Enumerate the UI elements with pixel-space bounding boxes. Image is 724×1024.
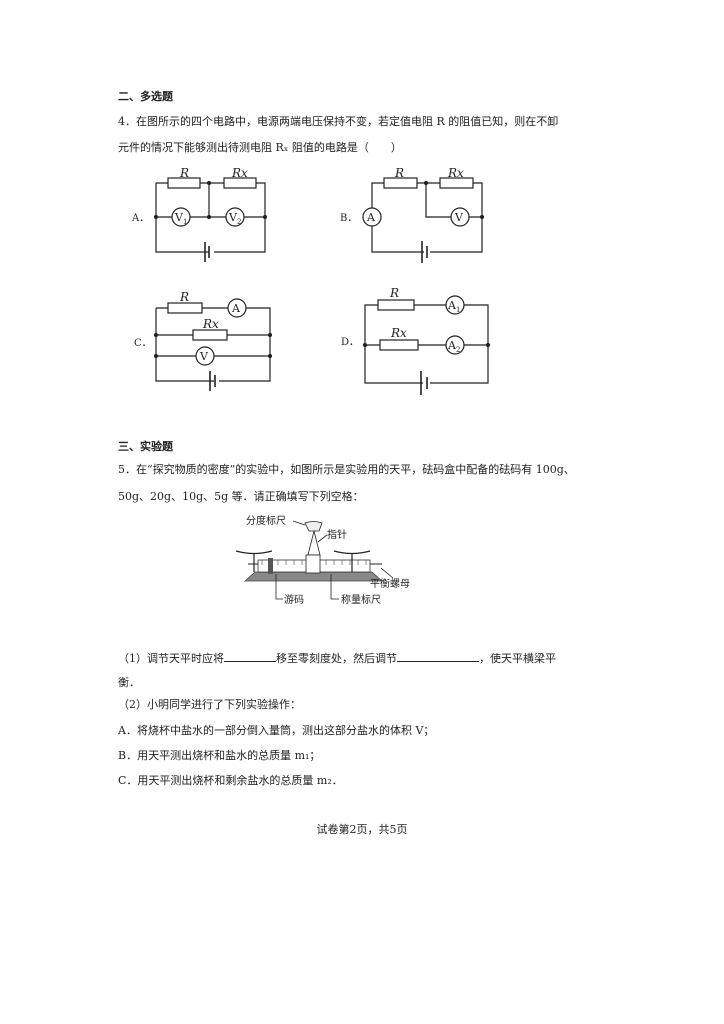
balance-pans	[235, 550, 371, 555]
meter-v-label: V	[199, 350, 209, 363]
pointer	[307, 530, 321, 556]
dial-scale	[304, 521, 323, 532]
circuit-c: C． R Rx A V	[134, 290, 273, 391]
part1-text-a: （1）调节天平时应将	[118, 652, 224, 665]
answer-blank-2[interactable]	[397, 650, 479, 662]
circuit-a: A． R Rx V 1 V 2	[131, 166, 268, 262]
ammeter	[362, 207, 382, 227]
balance-base	[243, 571, 384, 582]
battery-icon	[204, 242, 210, 262]
question-5-line2: 50g、20g、10g、5g 等．请正确填写下列空格：	[118, 490, 364, 503]
battery-icon	[421, 241, 428, 263]
question-5-part1-end: 衡．	[118, 676, 140, 689]
part1-text-b: 移至零刻度处，然后调节	[276, 652, 397, 665]
meter-a-label: A	[231, 302, 241, 315]
label-r: R	[179, 166, 189, 180]
balance-diagram: 分度标尺 指针 平衡螺母 游码 称量标尺	[235, 514, 410, 606]
label-rx: Rx	[390, 326, 407, 340]
circuit-b-label: B．	[340, 213, 357, 224]
circuit-d-label: D．	[341, 337, 359, 348]
step-b: B．用天平测出烧杯和盐水的总质量 m₁；	[118, 749, 321, 762]
question-5-line1: 5．在“探究物质的密度”的实验中，如图所示是实验用的天平，砝码盒中配备的砝码有 …	[118, 463, 575, 476]
circuit-d: D． R Rx A 1 A 2	[341, 286, 491, 395]
meter-a1-label: A	[447, 299, 457, 312]
battery-icon	[420, 371, 428, 395]
circuit-a-label: A．	[131, 213, 149, 224]
label-dial-scale: 分度标尺	[246, 514, 286, 527]
resistor-r	[167, 177, 201, 189]
label-rider: 游码	[284, 593, 304, 606]
meter-v2-sub: 2	[237, 218, 241, 226]
label-rx: Rx	[231, 166, 248, 180]
section-heading-experiment: 三、实验题	[118, 440, 173, 453]
rider	[268, 558, 273, 574]
label-rx: Rx	[447, 166, 464, 180]
label-r: R	[389, 286, 399, 300]
meter-v-label: V	[454, 211, 464, 224]
meter-a1-sub: 1	[456, 306, 460, 314]
voltmeter	[450, 207, 470, 227]
step-c: C．用天平测出烧杯和剩余盐水的总质量 m₂．	[118, 774, 343, 787]
label-rx: Rx	[202, 317, 219, 331]
part1-text-c: ，使天平横梁平	[479, 652, 556, 665]
label-r: R	[394, 166, 404, 180]
question-5-part1: （1）调节天平时应将 移至零刻度处，然后调节 ，使天平横梁平	[118, 650, 556, 666]
section-heading-multiple-choice: 二、多选题	[118, 90, 173, 103]
voltmeter-v1	[171, 207, 191, 227]
question-4-line2: 元件的情况下能够测出待测电阻 Rₓ 阻值的电路是（ ）	[118, 141, 402, 154]
label-balance-nut: 平衡螺母	[370, 578, 410, 590]
label-r: R	[179, 290, 189, 304]
step-a: A．将烧杯中盐水的一部分倒入量筒，测出这部分盐水的体积 V；	[118, 724, 435, 737]
label-beam-scale: 称量标尺	[341, 593, 381, 606]
page-footer: 试卷第2页，共5页	[316, 823, 408, 836]
battery-icon	[209, 371, 216, 391]
voltmeter-v2	[225, 207, 245, 227]
meter-v1-label: V	[174, 211, 184, 224]
question-5-part2: （2）小明同学进行了下列实验操作：	[118, 698, 301, 711]
meter-a-label: A	[366, 211, 376, 224]
meter-a2-sub: 2	[456, 346, 460, 354]
meter-v2-label: V	[228, 211, 238, 224]
label-pointer: 指针	[327, 528, 347, 541]
answer-blank-1[interactable]	[224, 650, 276, 662]
resistor-rx	[223, 177, 257, 189]
meter-v1-sub: 1	[183, 218, 187, 226]
meter-a2-label: A	[447, 339, 457, 352]
circuit-c-label: C．	[134, 338, 152, 349]
circuit-b: B． R Rx A V	[340, 166, 485, 263]
question-4-line1: 4．在图所示的四个电路中，电源两端电压保持不变，若定值电阻 R 的阻值已知，则在…	[118, 115, 559, 128]
